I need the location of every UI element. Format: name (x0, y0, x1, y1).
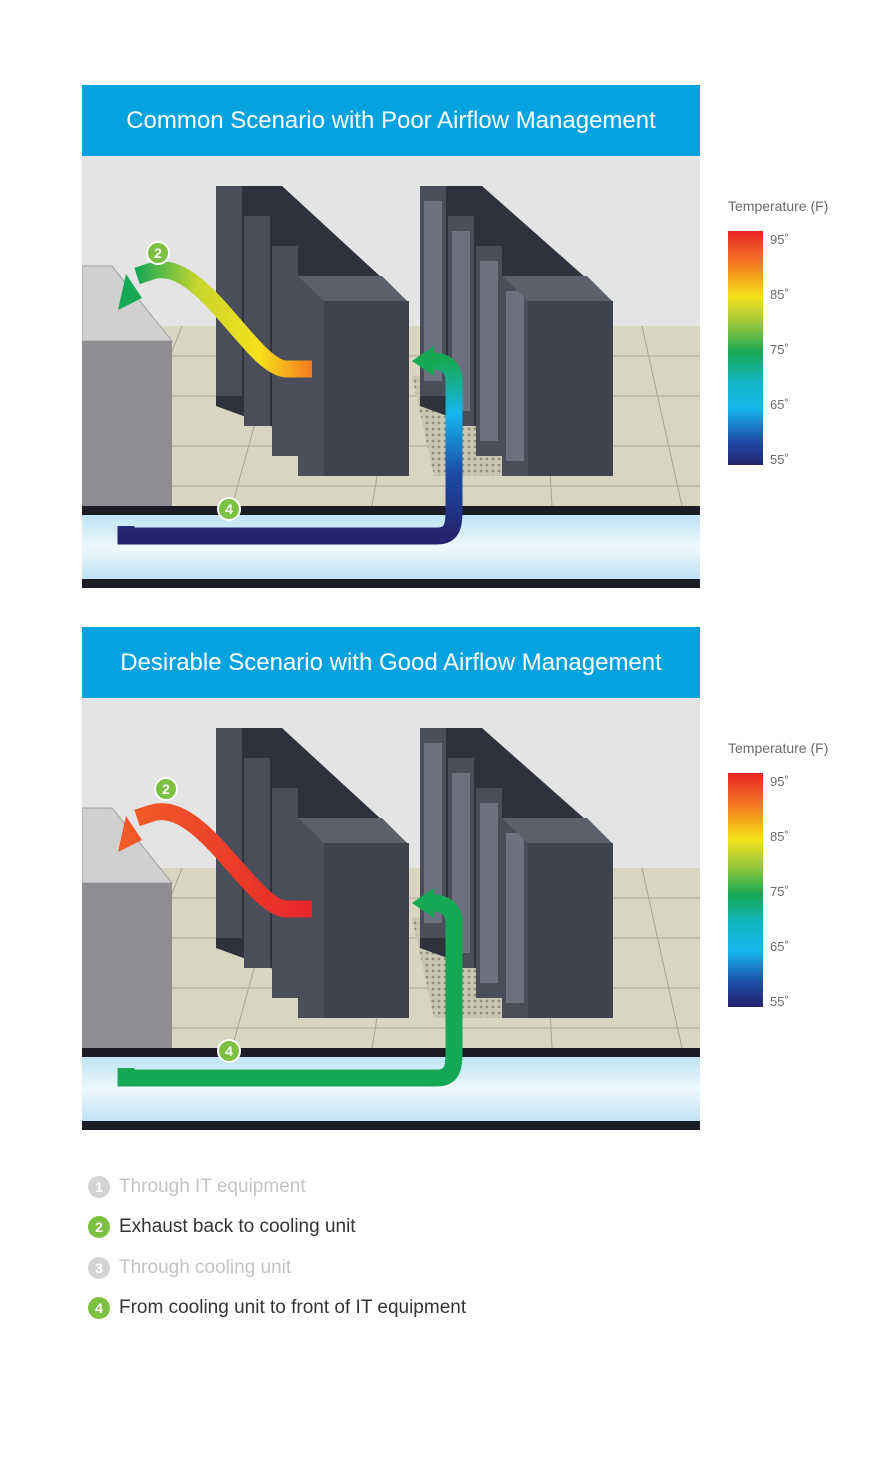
floor-beam (82, 1048, 700, 1057)
rack-row-left (216, 728, 409, 1018)
step-item: 3 Through cooling unit (88, 1255, 291, 1281)
badge-2: 2 (146, 241, 170, 265)
airflow-scene-poor: 2 4 (82, 156, 700, 588)
cooling-unit (82, 341, 172, 506)
scenario-panel-poor: Common Scenario with Poor Airflow Manage… (82, 85, 700, 588)
legend-tick: 75˚ (770, 884, 789, 899)
temperature-legend: Temperature (F) 95˚ 85˚ 75˚ 65˚ 55˚ (728, 198, 868, 478)
legend-tick: 55˚ (770, 452, 789, 467)
plenum-base (82, 1121, 700, 1130)
exhaust-arrowhead (118, 274, 142, 310)
legend-tick: 65˚ (770, 939, 789, 954)
temperature-legend: Temperature (F) 95˚ 85˚ 75˚ 65˚ 55˚ (728, 740, 868, 1020)
step-number-badge: 3 (88, 1257, 110, 1279)
exhaust-airflow-arrow (134, 803, 312, 918)
step-item: 4 From cooling unit to front of IT equip… (88, 1295, 466, 1321)
exhaust-airflow-arrow (134, 261, 312, 378)
step-label: From cooling unit to front of IT equipme… (119, 1297, 467, 1318)
underfloor-plenum (82, 1057, 700, 1121)
step-number-badge: 2 (88, 1216, 110, 1238)
exhaust-arrowhead (118, 816, 142, 852)
airflow-scene-good: 2 4 (82, 698, 700, 1130)
step-label: Through cooling unit (119, 1257, 292, 1278)
legend-tick: 75˚ (770, 342, 789, 357)
legend-tick: 95˚ (770, 774, 789, 789)
legend-tick: 85˚ (770, 287, 789, 302)
panel-title: Desirable Scenario with Good Airflow Man… (82, 627, 700, 698)
svg-text:4: 4 (225, 1043, 233, 1059)
underfloor-plenum (82, 515, 700, 579)
plenum-base (82, 579, 700, 588)
legend-title: Temperature (F) (728, 740, 829, 756)
rack-row-right (420, 728, 613, 1018)
supply-arrowhead (412, 346, 434, 376)
step-label: Through IT equipment (119, 1176, 306, 1197)
temperature-color-scale (728, 773, 763, 1007)
svg-text:2: 2 (154, 245, 162, 261)
supply-airflow-arrow (117, 894, 463, 1087)
badge-4: 4 (217, 1039, 241, 1063)
svg-text:4: 4 (225, 501, 233, 517)
step-number-badge: 1 (88, 1176, 110, 1198)
legend-tick: 85˚ (770, 829, 789, 844)
scenario-panel-good: Desirable Scenario with Good Airflow Man… (82, 627, 700, 1130)
step-item: 1 Through IT equipment (88, 1174, 306, 1200)
legend-tick: 65˚ (770, 397, 789, 412)
step-label: Exhaust back to cooling unit (119, 1216, 356, 1237)
supply-arrowhead (412, 888, 434, 918)
svg-text:2: 2 (162, 781, 170, 797)
legend-title: Temperature (F) (728, 198, 829, 214)
legend-tick: 55˚ (770, 994, 789, 1009)
step-number-badge: 4 (88, 1297, 110, 1319)
badge-2: 2 (154, 777, 178, 801)
badge-4: 4 (217, 497, 241, 521)
legend-tick: 95˚ (770, 232, 789, 247)
panel-title: Common Scenario with Poor Airflow Manage… (82, 85, 700, 156)
floor-beam (82, 506, 700, 515)
step-item: 2 Exhaust back to cooling unit (88, 1214, 356, 1240)
supply-airflow-arrow (117, 352, 463, 545)
temperature-color-scale (728, 231, 763, 465)
cooling-unit (82, 883, 172, 1048)
